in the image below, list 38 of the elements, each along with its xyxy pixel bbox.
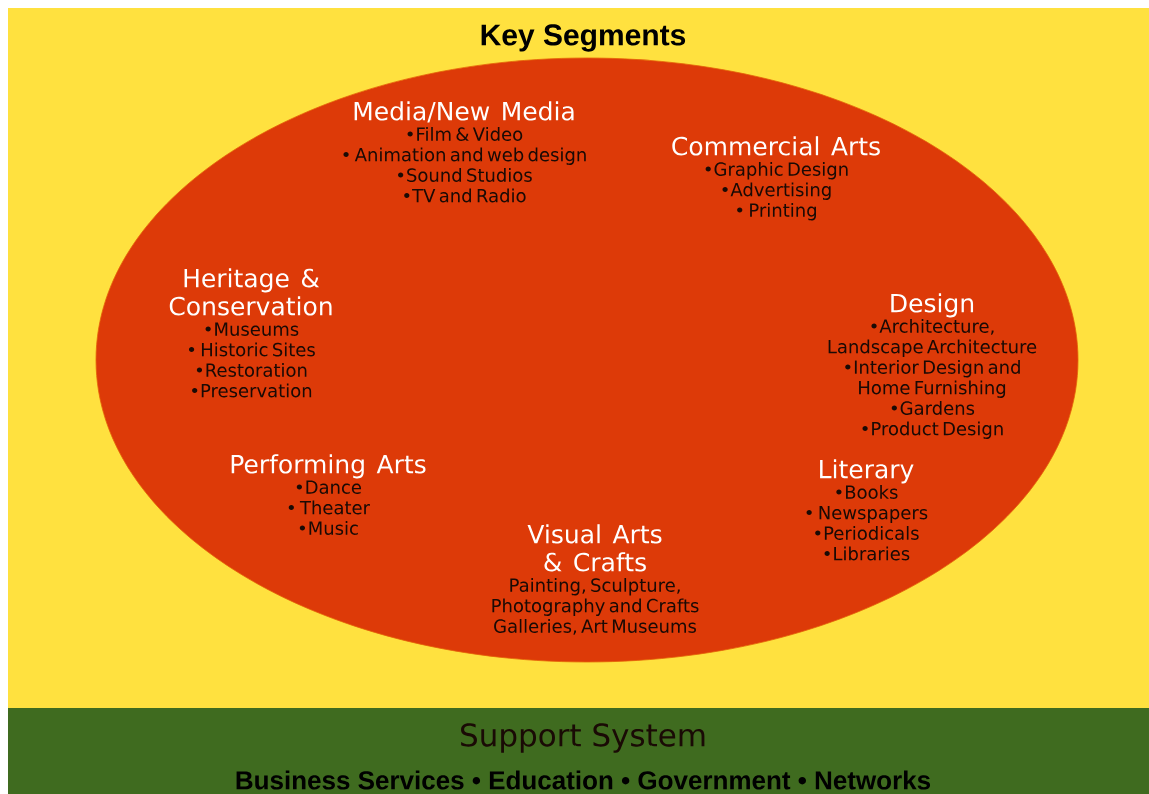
node-label: Performing Arts: [231, 454, 426, 479]
segment-text: Design •Architecture, Landscape Architecture •Interior Design and Home Furnishing •Gardens •Product Design: [828, 293, 1037, 439]
node-label: • Theater: [288, 500, 370, 515]
node-label: •Film & Video: [407, 127, 523, 141]
node-label: •Sound Studios: [398, 168, 532, 182]
node-label: •Music: [299, 521, 358, 535]
node-label: • Newspapers: [806, 506, 928, 523]
node-label: Media/New Media: [354, 101, 574, 123]
node-label: Commercial Arts: [672, 136, 880, 156]
node-label: Heritage & Conservation: [169, 268, 332, 316]
node-label: •Preservation: [192, 383, 312, 398]
node-label: Design: [891, 293, 974, 318]
node-label: • Animation and web design: [343, 147, 586, 165]
node-label: •Restoration: [196, 363, 307, 377]
node-label: • Printing: [737, 203, 816, 221]
node-label: •Dance: [296, 480, 361, 494]
segment-text: Literary •Books • Newspapers •Periodicals •Libraries: [806, 459, 928, 561]
node-label: Literary: [820, 459, 914, 484]
node-label: • Historic Sites: [188, 342, 315, 357]
segment-text: Media/New Media •Film & Video • Animation and web design •Sound Studios •TV and Radio: [343, 101, 586, 203]
title: Key Segments: [481, 24, 686, 52]
node-label: •Periodicals: [815, 526, 919, 540]
node-label: •Books: [836, 485, 898, 499]
segment-text: Commercial Arts •Graphic Design •Advertising • Printing: [672, 136, 880, 221]
segment-text: Performing Arts •Dance • Theater •Music: [231, 454, 426, 535]
segment-text: Visual Arts & Crafts Painting, Sculpture, Photography and Crafts Galleries, Art Museums: [492, 524, 699, 635]
node-label: •Libraries: [824, 546, 910, 561]
node-label: •Interior Design and Home Furnishing: [845, 360, 1020, 398]
band-heading: Support System: [461, 723, 705, 753]
node-label: •Museums: [205, 322, 299, 336]
node-label: •Product Design: [862, 421, 1003, 439]
node-label: •Graphic Design: [705, 162, 848, 180]
node-label: •Advertising: [722, 182, 831, 200]
segment-text: Heritage & Conservation •Museums • Historic Sites •Restoration •Preservation: [169, 268, 332, 398]
support-list: Business Services • Education • Government • Networks: [236, 770, 931, 790]
node-label: •Architecture, Landscape Architecture: [828, 319, 1037, 357]
node-label: •TV and Radio: [404, 188, 526, 203]
node-label: •Gardens: [891, 401, 975, 415]
